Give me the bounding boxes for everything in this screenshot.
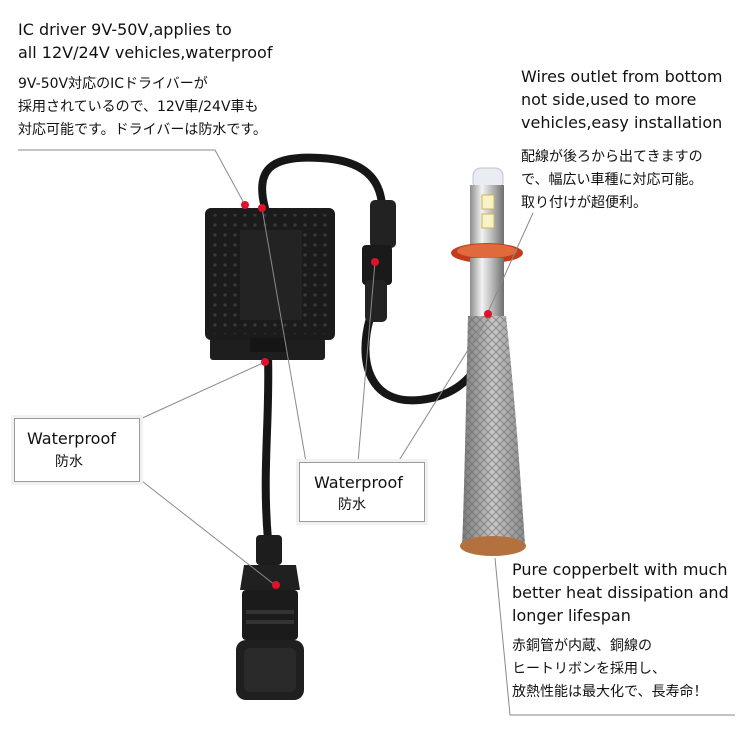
waterproof-label-center: Waterproof 防水 xyxy=(299,462,425,522)
wires-outlet-jp-line-3: 取り付けが超便利。 xyxy=(521,195,647,211)
waterproof-label-left: Waterproof 防水 xyxy=(14,418,140,482)
ic-driver-jp-line-2: 採用されているので、12V車/24V車も xyxy=(18,99,259,115)
wires-outlet-jp-line-1: 配線が後ろから出てきますの xyxy=(521,149,703,165)
marker-dot xyxy=(484,310,492,318)
led-bulb xyxy=(451,167,526,556)
waterproof-center-en: Waterproof xyxy=(314,473,403,492)
copperbelt-en-line-1: Pure copperbelt with much xyxy=(512,560,728,579)
wires-outlet-jp-line-2: で、幅広い車種に対応可能。 xyxy=(521,172,703,188)
copperbelt-en-line-3: longer lifespan xyxy=(512,606,631,625)
copperbelt-jp-line-3: 放熱性能は最大化で、長寿命！ xyxy=(512,684,708,700)
marker-dot xyxy=(258,204,266,212)
inline-waterproof-connector xyxy=(362,200,396,322)
marker-dot xyxy=(371,258,379,266)
waterproof-left-en: Waterproof xyxy=(27,429,116,448)
copperbelt-en-line-2: better heat dissipation and xyxy=(512,583,729,602)
wires-outlet-en-line-1: Wires outlet from bottom xyxy=(521,67,723,86)
marker-dot xyxy=(241,201,249,209)
waterproof-center-jp: 防水 xyxy=(338,497,366,513)
marker-dot xyxy=(272,581,280,589)
driver-to-connector-cable xyxy=(258,153,386,212)
ic-driver-en-line-2: all 12V/24V vehicles,waterproof xyxy=(18,43,273,62)
power-plug xyxy=(236,535,304,700)
marker-dots xyxy=(241,201,492,589)
wires-outlet-en-line-2: not side,used to more xyxy=(521,90,697,109)
copperbelt-jp-line-2: ヒートリボンを採用し、 xyxy=(512,661,666,677)
copperbelt-jp-line-1: 赤銅管が内蔵、銅線の xyxy=(512,638,652,654)
ic-driver-jp-line-1: 9V-50V対応のICドライバーが xyxy=(18,76,208,92)
ic-driver-box xyxy=(205,208,335,360)
ic-driver-en-line-1: IC driver 9V-50V,applies to xyxy=(18,20,232,39)
wires-outlet-en-line-3: vehicles,easy installation xyxy=(521,113,723,132)
driver-to-plug-cable xyxy=(261,351,273,544)
ic-driver-jp-line-3: 対応可能です。ドライバーは防水です。 xyxy=(18,122,267,138)
waterproof-left-jp: 防水 xyxy=(55,454,83,470)
marker-dot xyxy=(261,358,269,366)
callout-lines xyxy=(18,149,735,716)
